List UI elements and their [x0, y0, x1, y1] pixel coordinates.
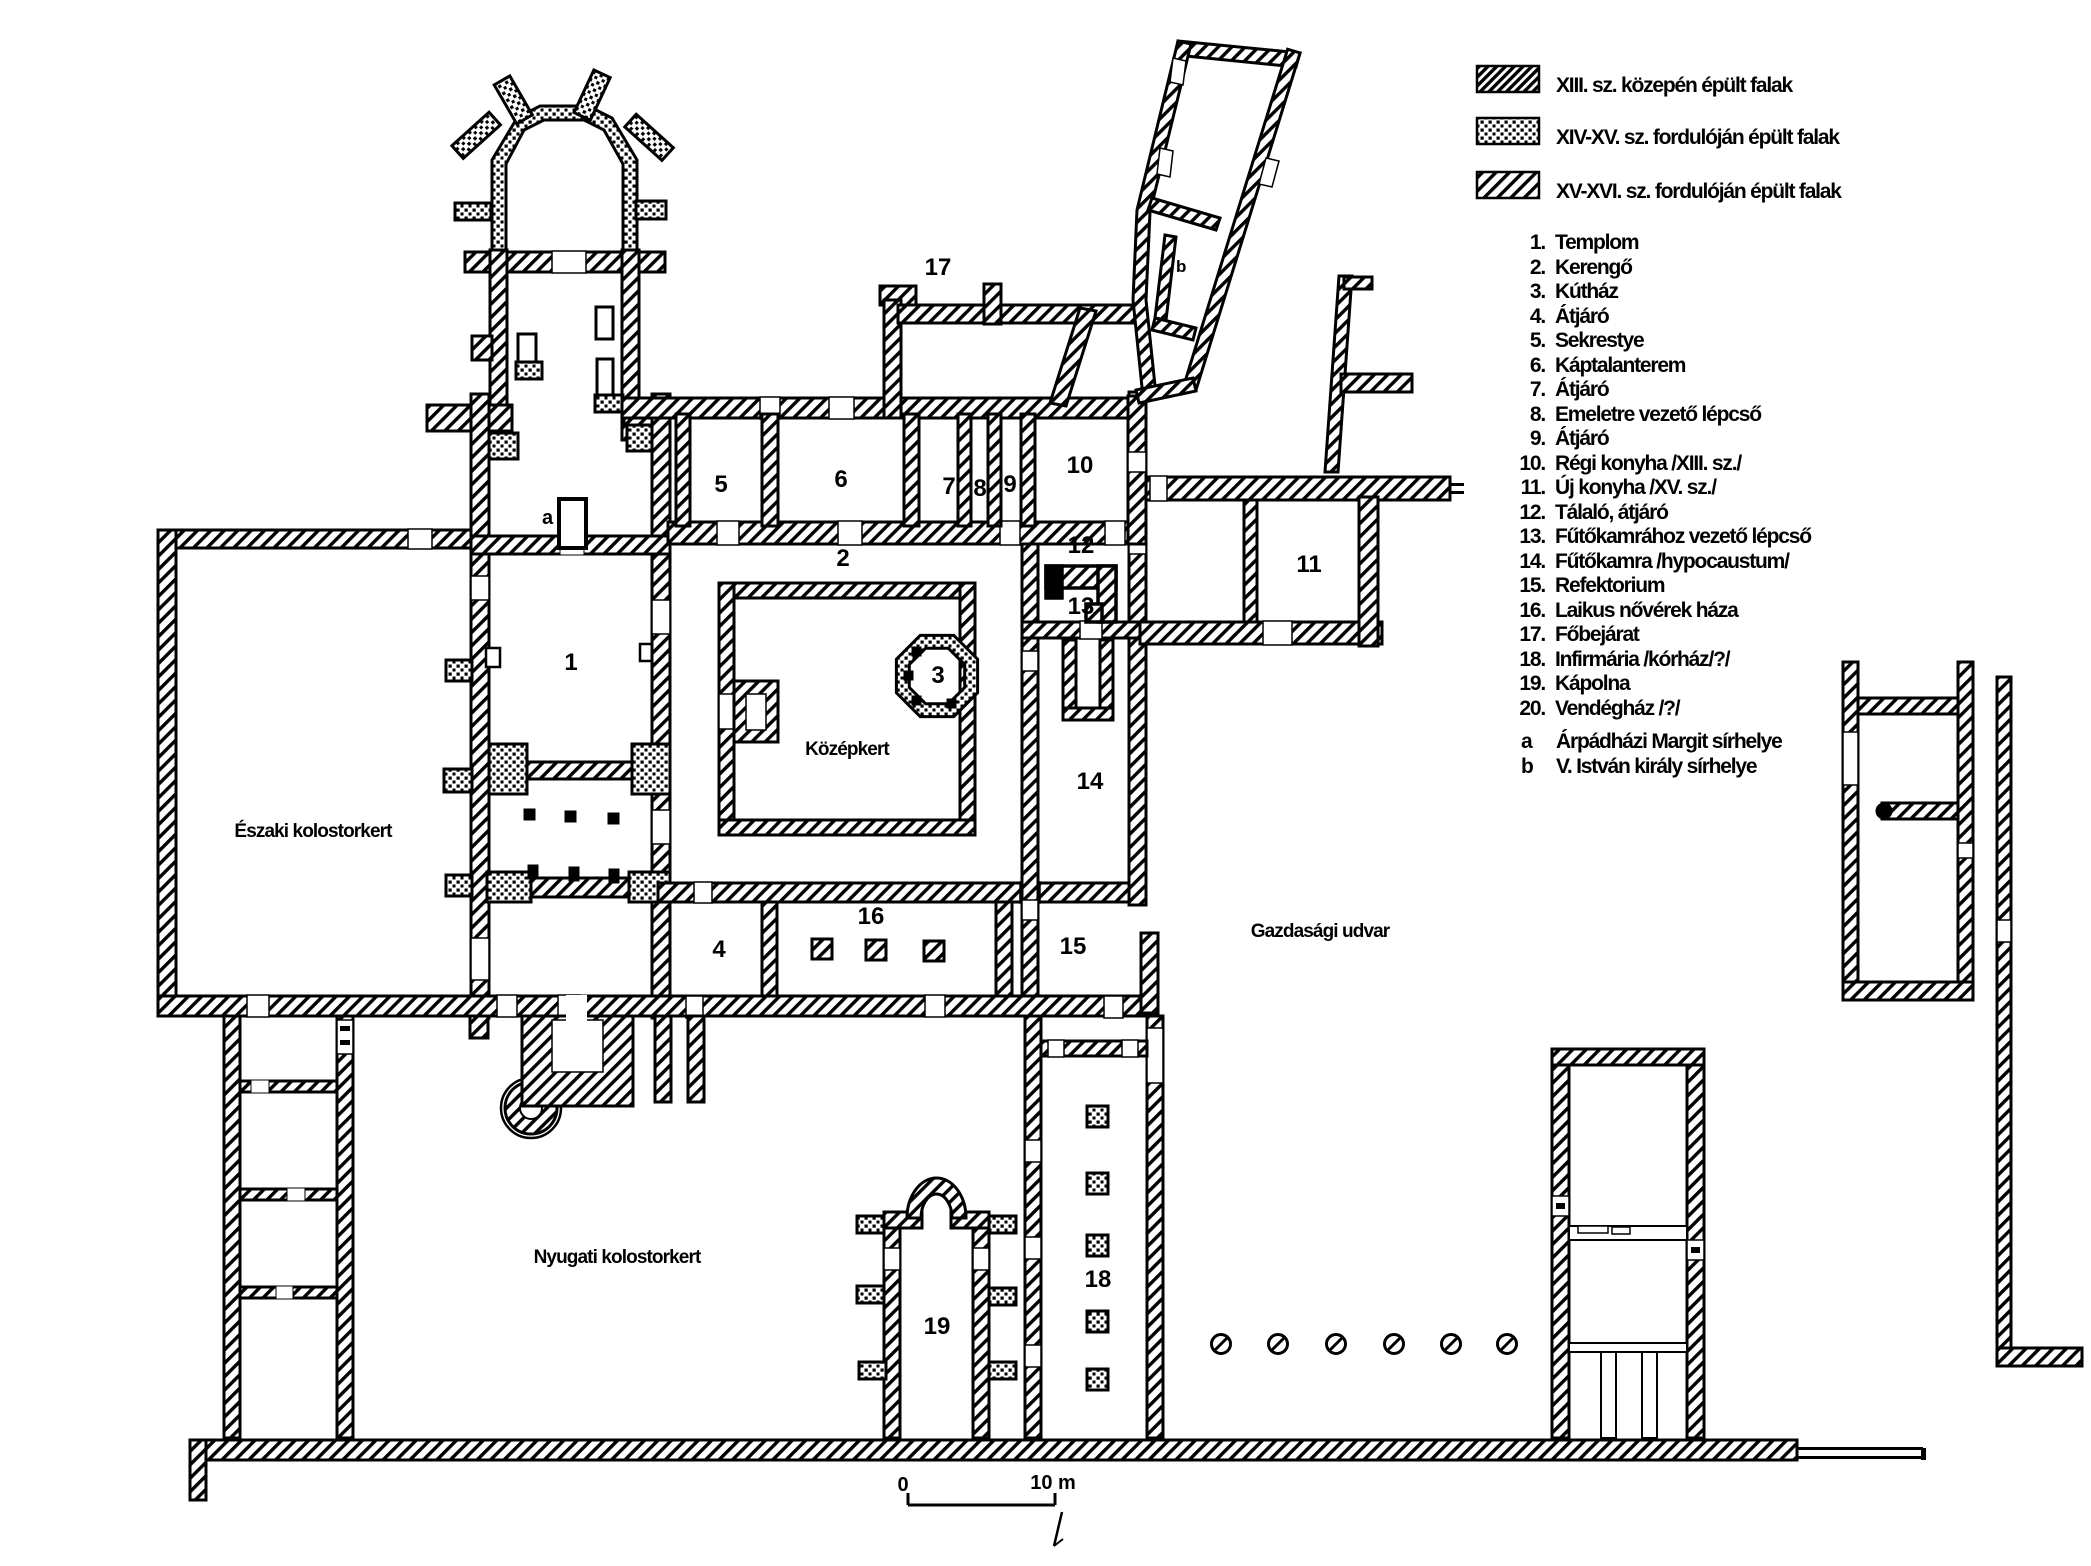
- svg-text:9: 9: [1003, 471, 1016, 498]
- svg-text:14.: 14.: [1519, 550, 1545, 573]
- svg-text:17: 17: [925, 254, 952, 281]
- svg-text:5.: 5.: [1530, 329, 1545, 352]
- svg-text:Északi kolostorkert: Északi kolostorkert: [234, 820, 393, 842]
- svg-text:a: a: [542, 507, 554, 529]
- svg-text:Régi konyha /XIII. sz./: Régi konyha /XIII. sz./: [1555, 452, 1742, 475]
- svg-text:13: 13: [1068, 593, 1095, 620]
- svg-text:Fűtőkamra /hypocaustum/: Fűtőkamra /hypocaustum/: [1555, 550, 1790, 573]
- svg-text:Gazdasági udvar: Gazdasági udvar: [1251, 921, 1391, 942]
- svg-text:a: a: [1521, 730, 1533, 753]
- svg-text:Átjáró: Átjáró: [1555, 427, 1609, 450]
- svg-text:b: b: [1521, 755, 1533, 778]
- svg-text:7: 7: [942, 473, 955, 500]
- svg-text:9.: 9.: [1530, 427, 1545, 450]
- svg-text:6: 6: [834, 466, 847, 493]
- svg-text:Tálaló, átjáró: Tálaló, átjáró: [1555, 501, 1668, 524]
- svg-text:XIV-XV. sz. fordulóján épült f: XIV-XV. sz. fordulóján épült falak: [1556, 126, 1840, 149]
- svg-text:Kerengő: Kerengő: [1555, 256, 1632, 279]
- svg-text:Kápolna: Kápolna: [1555, 672, 1631, 695]
- svg-text:0: 0: [897, 1474, 908, 1496]
- svg-text:15.: 15.: [1519, 574, 1545, 597]
- svg-text:18.: 18.: [1519, 648, 1545, 671]
- svg-text:4: 4: [712, 936, 726, 963]
- svg-text:20.: 20.: [1519, 697, 1545, 720]
- svg-text:Templom: Templom: [1555, 231, 1639, 254]
- svg-text:Sekrestye: Sekrestye: [1555, 329, 1644, 352]
- svg-text:Vendégház /?/: Vendégház /?/: [1555, 697, 1681, 720]
- svg-text:Középkert: Középkert: [805, 739, 890, 760]
- svg-text:Főbejárat: Főbejárat: [1555, 623, 1640, 646]
- svg-text:7.: 7.: [1530, 378, 1545, 401]
- svg-text:19: 19: [924, 1313, 951, 1340]
- svg-text:5: 5: [714, 471, 727, 498]
- svg-text:Infirmária /kórház/?/: Infirmária /kórház/?/: [1555, 648, 1731, 671]
- svg-text:Káptalanterem: Káptalanterem: [1555, 354, 1686, 377]
- svg-text:19.: 19.: [1519, 672, 1545, 695]
- svg-text:Emeletre vezető lépcső: Emeletre vezető lépcső: [1555, 403, 1761, 426]
- svg-text:8.: 8.: [1530, 403, 1545, 426]
- svg-text:12.: 12.: [1519, 501, 1545, 524]
- svg-text:2.: 2.: [1530, 256, 1545, 279]
- svg-text:V. István király sírhelye: V. István király sírhelye: [1556, 755, 1757, 778]
- svg-text:Fűtőkamrához vezető lépcső: Fűtőkamrához vezető lépcső: [1555, 525, 1811, 548]
- svg-text:8: 8: [973, 475, 986, 502]
- svg-text:17.: 17.: [1519, 623, 1545, 646]
- svg-text:b: b: [1176, 257, 1186, 276]
- svg-text:4.: 4.: [1530, 305, 1545, 328]
- svg-text:10 m: 10 m: [1030, 1472, 1076, 1494]
- svg-text:3.: 3.: [1530, 280, 1545, 303]
- svg-text:Átjáró: Átjáró: [1555, 305, 1609, 328]
- svg-text:XIII. sz. közepén épült falak: XIII. sz. közepén épült falak: [1556, 74, 1793, 97]
- svg-text:Nyugati kolostorkert: Nyugati kolostorkert: [534, 1247, 702, 1268]
- svg-text:Átjáró: Átjáró: [1555, 378, 1609, 401]
- svg-text:14: 14: [1077, 768, 1104, 795]
- svg-text:11.: 11.: [1521, 476, 1546, 499]
- svg-text:Refektorium: Refektorium: [1555, 574, 1665, 597]
- svg-text:11: 11: [1296, 551, 1321, 578]
- svg-text:Laikus nővérek háza: Laikus nővérek háza: [1555, 599, 1739, 622]
- svg-text:2: 2: [836, 545, 849, 572]
- svg-text:Új konyha /XV. sz./: Új konyha /XV. sz./: [1555, 475, 1717, 499]
- svg-text:12: 12: [1068, 532, 1095, 559]
- svg-text:18: 18: [1085, 1266, 1112, 1293]
- svg-text:1: 1: [564, 649, 577, 676]
- svg-text:10.: 10.: [1519, 452, 1545, 475]
- svg-text:6.: 6.: [1530, 354, 1545, 377]
- svg-text:10: 10: [1067, 452, 1094, 479]
- svg-text:13.: 13.: [1519, 525, 1545, 548]
- svg-text:3: 3: [931, 662, 944, 689]
- svg-text:Kútház: Kútház: [1555, 280, 1618, 303]
- svg-text:1.: 1.: [1530, 231, 1545, 254]
- svg-text:XV-XVI. sz. fordulóján épült f: XV-XVI. sz. fordulóján épült falak: [1556, 180, 1842, 203]
- svg-text:15: 15: [1060, 933, 1087, 960]
- svg-text:Árpádházi Margit sírhelye: Árpádházi Margit sírhelye: [1556, 730, 1782, 753]
- svg-text:16.: 16.: [1519, 599, 1545, 622]
- svg-text:16: 16: [858, 903, 885, 930]
